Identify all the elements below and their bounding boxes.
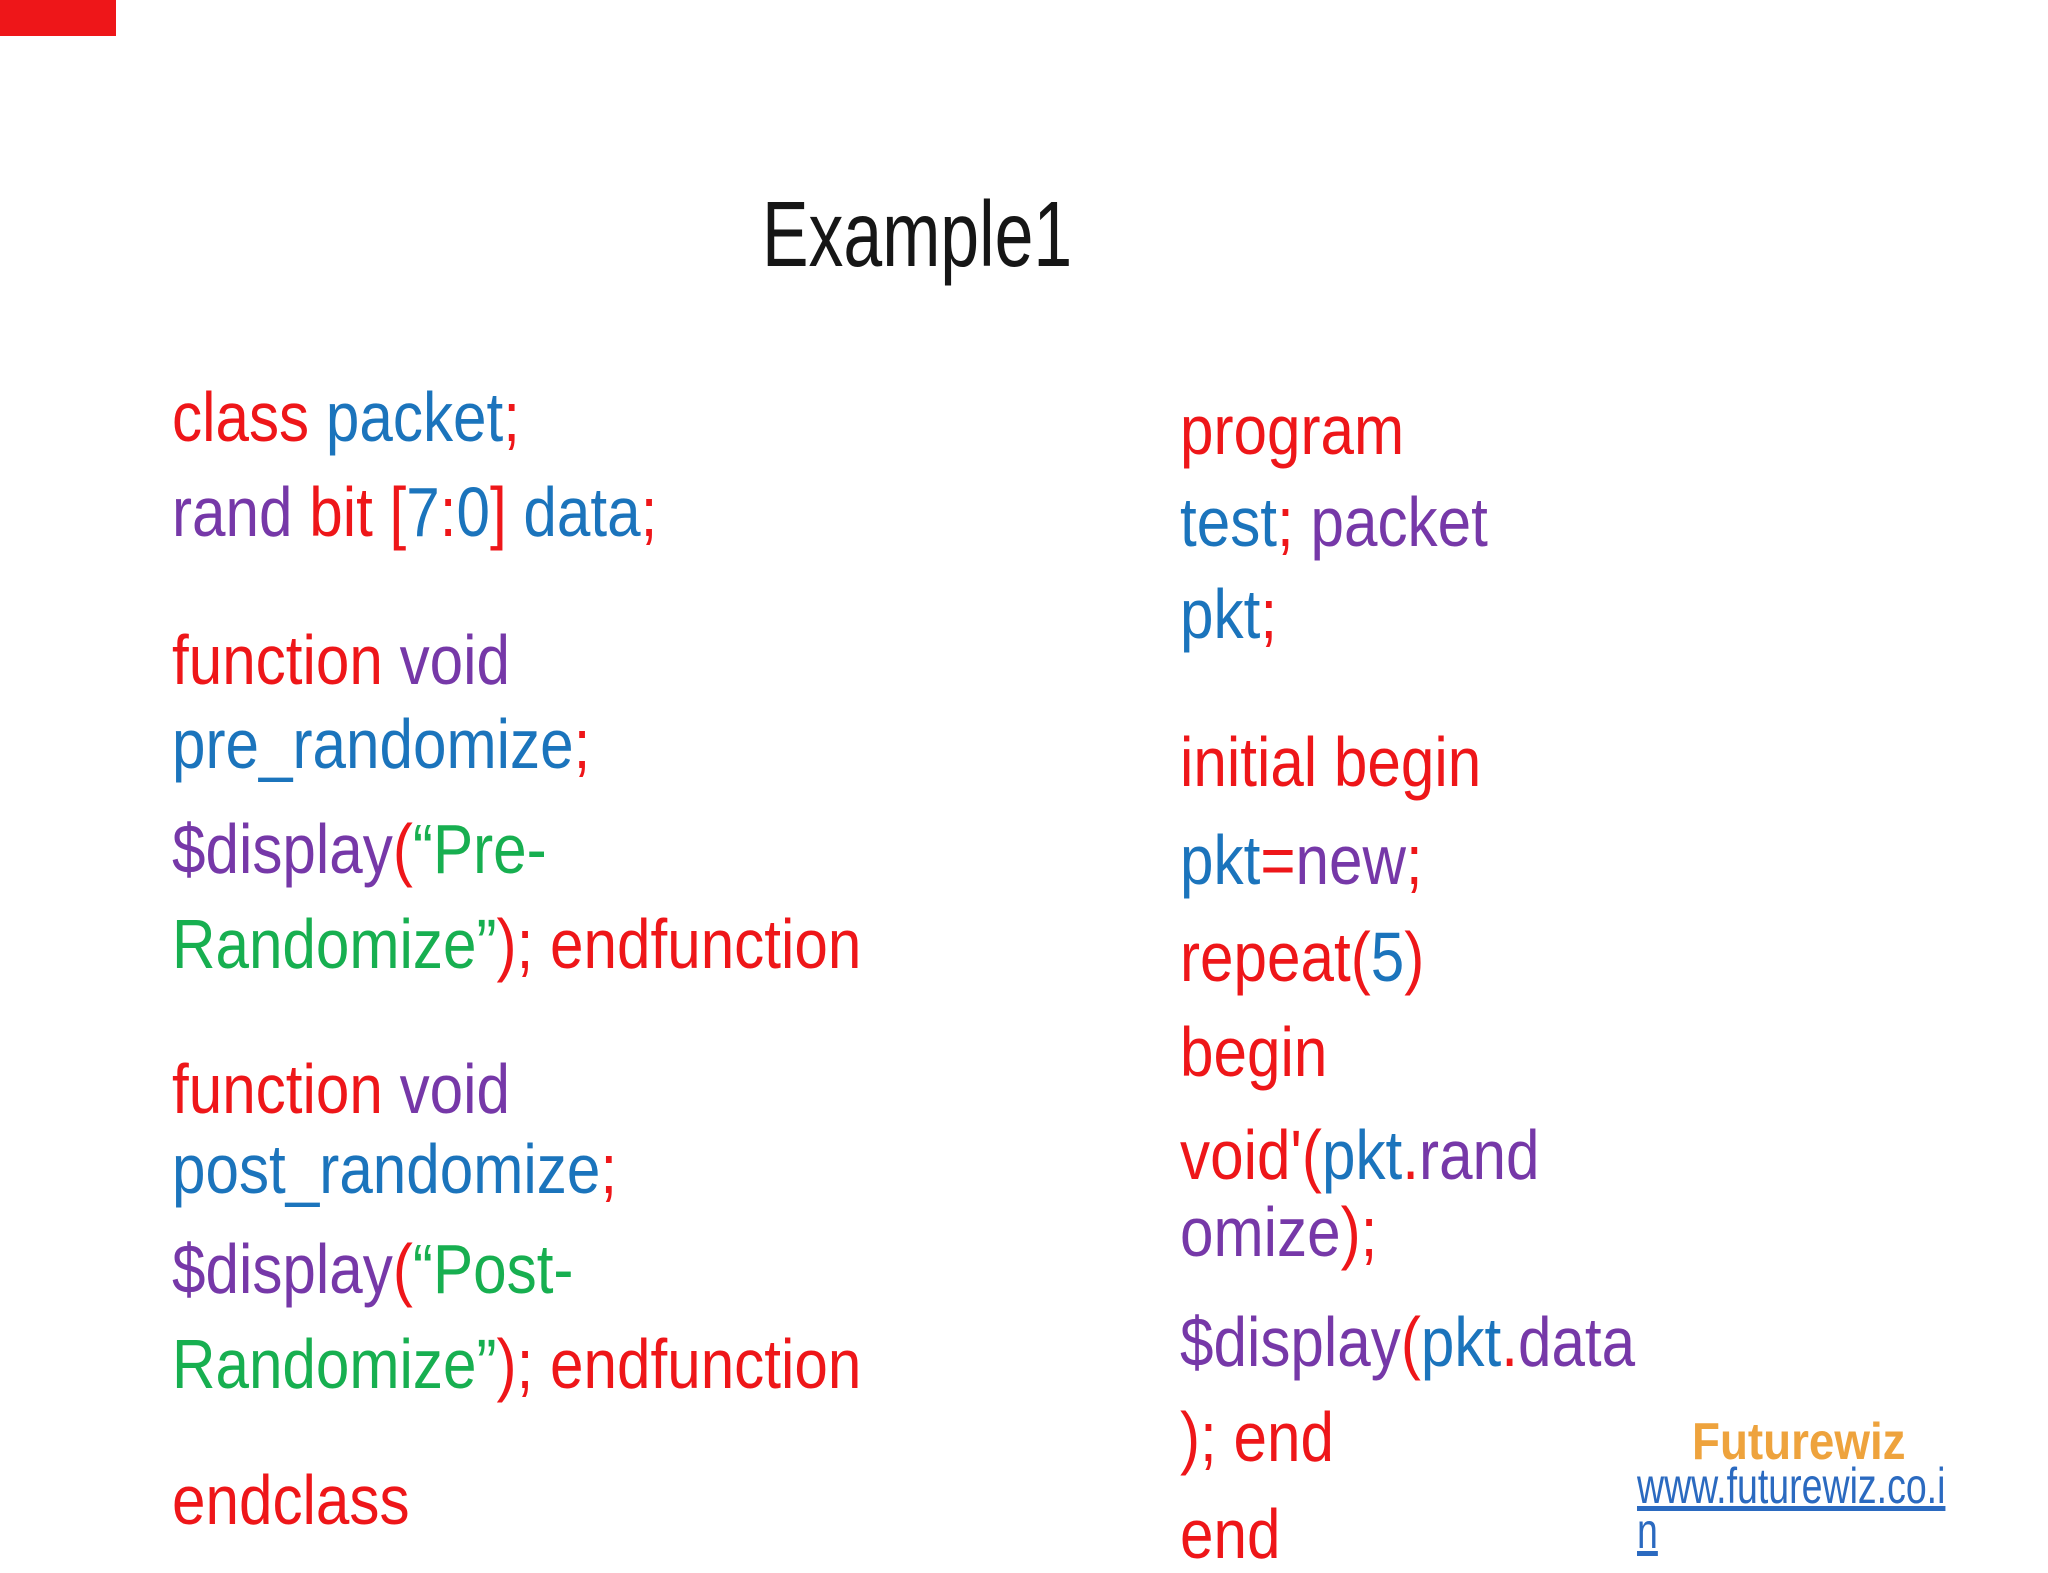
code-token: repeat( xyxy=(1180,918,1371,996)
code-token: class xyxy=(172,378,326,456)
code-line: test; packet xyxy=(1180,487,1488,557)
code-line: endclass xyxy=(172,1465,410,1535)
code-line: Randomize”); endfunction xyxy=(172,1329,861,1399)
code-token: ) xyxy=(1404,918,1425,996)
code-token: $display xyxy=(172,1230,393,1308)
code-line: pkt=new; xyxy=(1180,825,1423,895)
code-token: ; xyxy=(503,378,520,456)
code-token: pkt xyxy=(1180,821,1261,899)
code-line: $display(pkt.data xyxy=(1180,1307,1635,1377)
code-line: post_randomize; xyxy=(172,1134,617,1204)
code-line: function void xyxy=(172,1054,510,1124)
brand-logo-text: Futurewiz xyxy=(1692,1413,1906,1471)
code-token: test xyxy=(1180,483,1278,561)
code-token: program xyxy=(1180,391,1405,469)
code-token: ; xyxy=(640,473,658,551)
slide-title: Example1 xyxy=(762,182,1073,286)
code-token: rand xyxy=(172,473,310,551)
code-token: data xyxy=(523,473,641,551)
code-token: packet xyxy=(1310,483,1488,561)
code-line: omize); xyxy=(1180,1197,1377,1267)
code-token: ; xyxy=(573,705,591,783)
code-token: pkt xyxy=(1180,575,1261,653)
code-token: ; xyxy=(1260,575,1278,653)
code-token: ; xyxy=(1405,821,1423,899)
top-left-red-bar xyxy=(0,0,116,36)
website-link-wrap[interactable]: n xyxy=(1637,1503,1658,1559)
code-line: function void xyxy=(172,625,510,695)
code-token: ); xyxy=(1340,1193,1378,1271)
code-token: begin xyxy=(1180,1013,1328,1091)
code-token: endfunction xyxy=(533,905,862,983)
code-token: void xyxy=(399,1050,511,1128)
code-token: [ xyxy=(389,473,407,551)
code-token: ( xyxy=(1400,1303,1421,1381)
code-token: $display xyxy=(1180,1303,1401,1381)
code-token: : xyxy=(439,473,457,551)
code-token: ( xyxy=(392,810,413,888)
code-line: initial begin xyxy=(1180,727,1481,797)
code-token: “Pre- xyxy=(412,810,547,888)
code-token: = xyxy=(1260,821,1296,899)
code-line: $display(“Post- xyxy=(172,1234,573,1304)
code-token: ); end xyxy=(1180,1398,1334,1476)
code-token: endclass xyxy=(172,1461,410,1539)
code-token: pkt xyxy=(1321,1116,1403,1194)
code-token: ; xyxy=(600,1130,618,1208)
code-token: “Post- xyxy=(412,1230,574,1308)
code-token: bit xyxy=(309,473,390,551)
code-token: end xyxy=(1180,1495,1281,1573)
code-line: void'(pkt.rand xyxy=(1180,1120,1540,1190)
code-token: packet xyxy=(325,378,504,456)
code-token: $display xyxy=(172,810,393,888)
code-token: void'( xyxy=(1180,1116,1322,1194)
code-line: program xyxy=(1180,395,1404,465)
code-line: Randomize”); endfunction xyxy=(172,909,861,979)
code-line: pre_randomize; xyxy=(172,709,590,779)
slide-canvas: Example1 class packet;rand bit [7:0] dat… xyxy=(0,0,1946,1569)
code-line: end xyxy=(1180,1499,1280,1569)
code-token: Randomize” xyxy=(172,905,497,983)
code-token: . xyxy=(1501,1303,1518,1381)
code-token: new xyxy=(1295,821,1406,899)
code-token: ; xyxy=(1277,483,1311,561)
code-token: function xyxy=(172,1050,400,1128)
code-token: post_randomize xyxy=(172,1130,601,1208)
code-line: class packet; xyxy=(172,382,520,452)
code-token: pre_randomize xyxy=(172,705,574,783)
code-token: . xyxy=(1402,1116,1420,1194)
code-token: function xyxy=(172,621,400,699)
code-line: repeat(5) xyxy=(1180,922,1424,992)
code-token: pkt xyxy=(1420,1303,1502,1381)
code-token: ] xyxy=(489,473,524,551)
code-token: 7 xyxy=(406,473,440,551)
code-token: ); xyxy=(496,905,534,983)
code-line: begin xyxy=(1180,1017,1327,1087)
code-token: ); xyxy=(496,1325,534,1403)
code-token: rand xyxy=(1419,1116,1540,1194)
code-token: 5 xyxy=(1370,918,1405,996)
code-line: pkt; xyxy=(1180,579,1277,649)
code-line: ); end xyxy=(1180,1402,1334,1472)
code-token: void xyxy=(399,621,511,699)
website-link[interactable]: www.futurewiz.co.i xyxy=(1637,1458,1946,1514)
code-token: ( xyxy=(392,1230,413,1308)
code-token: omize xyxy=(1180,1193,1341,1271)
code-line: $display(“Pre- xyxy=(172,814,547,884)
code-token: data xyxy=(1517,1303,1636,1381)
code-token: Randomize” xyxy=(172,1325,497,1403)
code-line: rand bit [7:0] data; xyxy=(172,477,657,547)
code-token: 0 xyxy=(456,473,490,551)
code-token: endfunction xyxy=(533,1325,862,1403)
code-token: initial begin xyxy=(1180,723,1482,801)
